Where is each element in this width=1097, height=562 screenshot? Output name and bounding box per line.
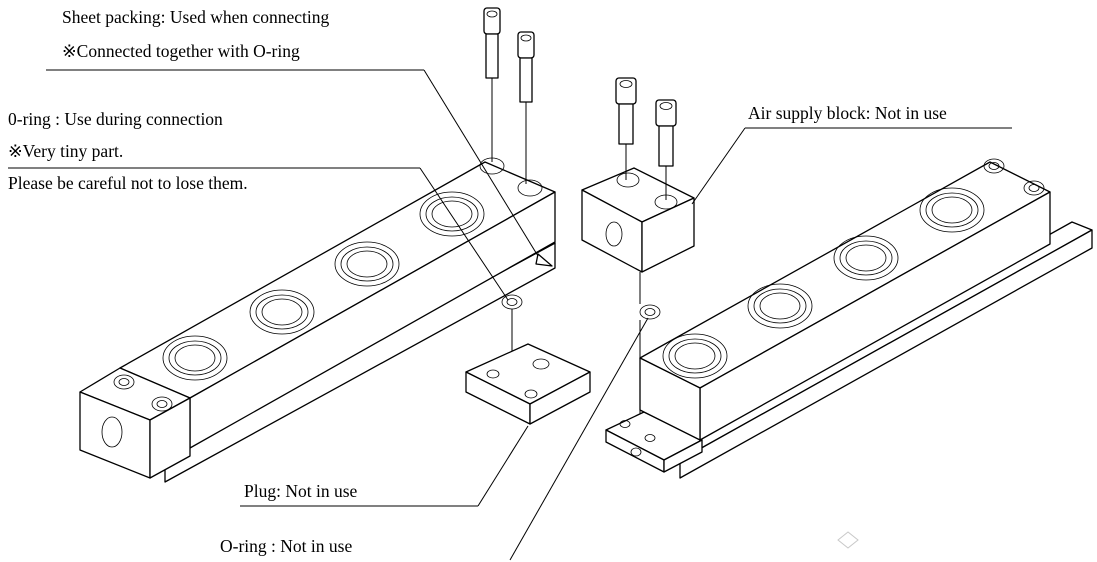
left-bolt-2	[517, 31, 535, 184]
screw-head-icon	[1023, 180, 1045, 196]
screw-head-icon	[113, 374, 135, 390]
label-air-supply-block: Air supply block: Not in use	[748, 103, 947, 123]
faint-mark-icon	[837, 531, 859, 549]
left-guide-rail	[79, 157, 556, 483]
left-bolt-1	[483, 7, 501, 162]
suction-pad-icon	[419, 191, 485, 237]
label-plug: Plug: Not in use	[244, 481, 358, 501]
suction-pad-icon	[662, 333, 728, 379]
block-bolt-2	[655, 99, 677, 200]
block-bolt-1	[615, 77, 637, 180]
label-oring-not-in-use: O-ring : Not in use	[220, 536, 353, 556]
o-ring-icon	[639, 304, 661, 320]
screw-head-icon	[983, 158, 1005, 174]
suction-pad-icon	[249, 289, 315, 335]
leader-lines	[8, 69, 1012, 561]
plug-part	[465, 343, 591, 425]
label-oring-use-line2: ※Very tiny part.	[8, 141, 124, 161]
sheet-packing-marker	[535, 253, 553, 267]
suction-pad-icon	[747, 283, 813, 329]
right-guide-rail	[605, 158, 1093, 479]
suction-pad-icon	[334, 241, 400, 287]
air-supply-block	[581, 167, 695, 273]
suction-pad-icon	[919, 187, 985, 233]
label-oring-use-line1: 0-ring : Use during connection	[8, 109, 223, 129]
screw-head-icon	[151, 396, 173, 412]
suction-pad-icon	[162, 335, 228, 381]
label-sheet-packing-line2: ※Connected together with O-ring	[62, 41, 300, 61]
label-sheet-packing-line1: Sheet packing: Used when connecting	[62, 7, 330, 27]
suction-pad-icon	[833, 235, 899, 281]
label-oring-use-line3: Please be careful not to lose them.	[8, 173, 248, 193]
o-ring-icon	[501, 294, 523, 310]
